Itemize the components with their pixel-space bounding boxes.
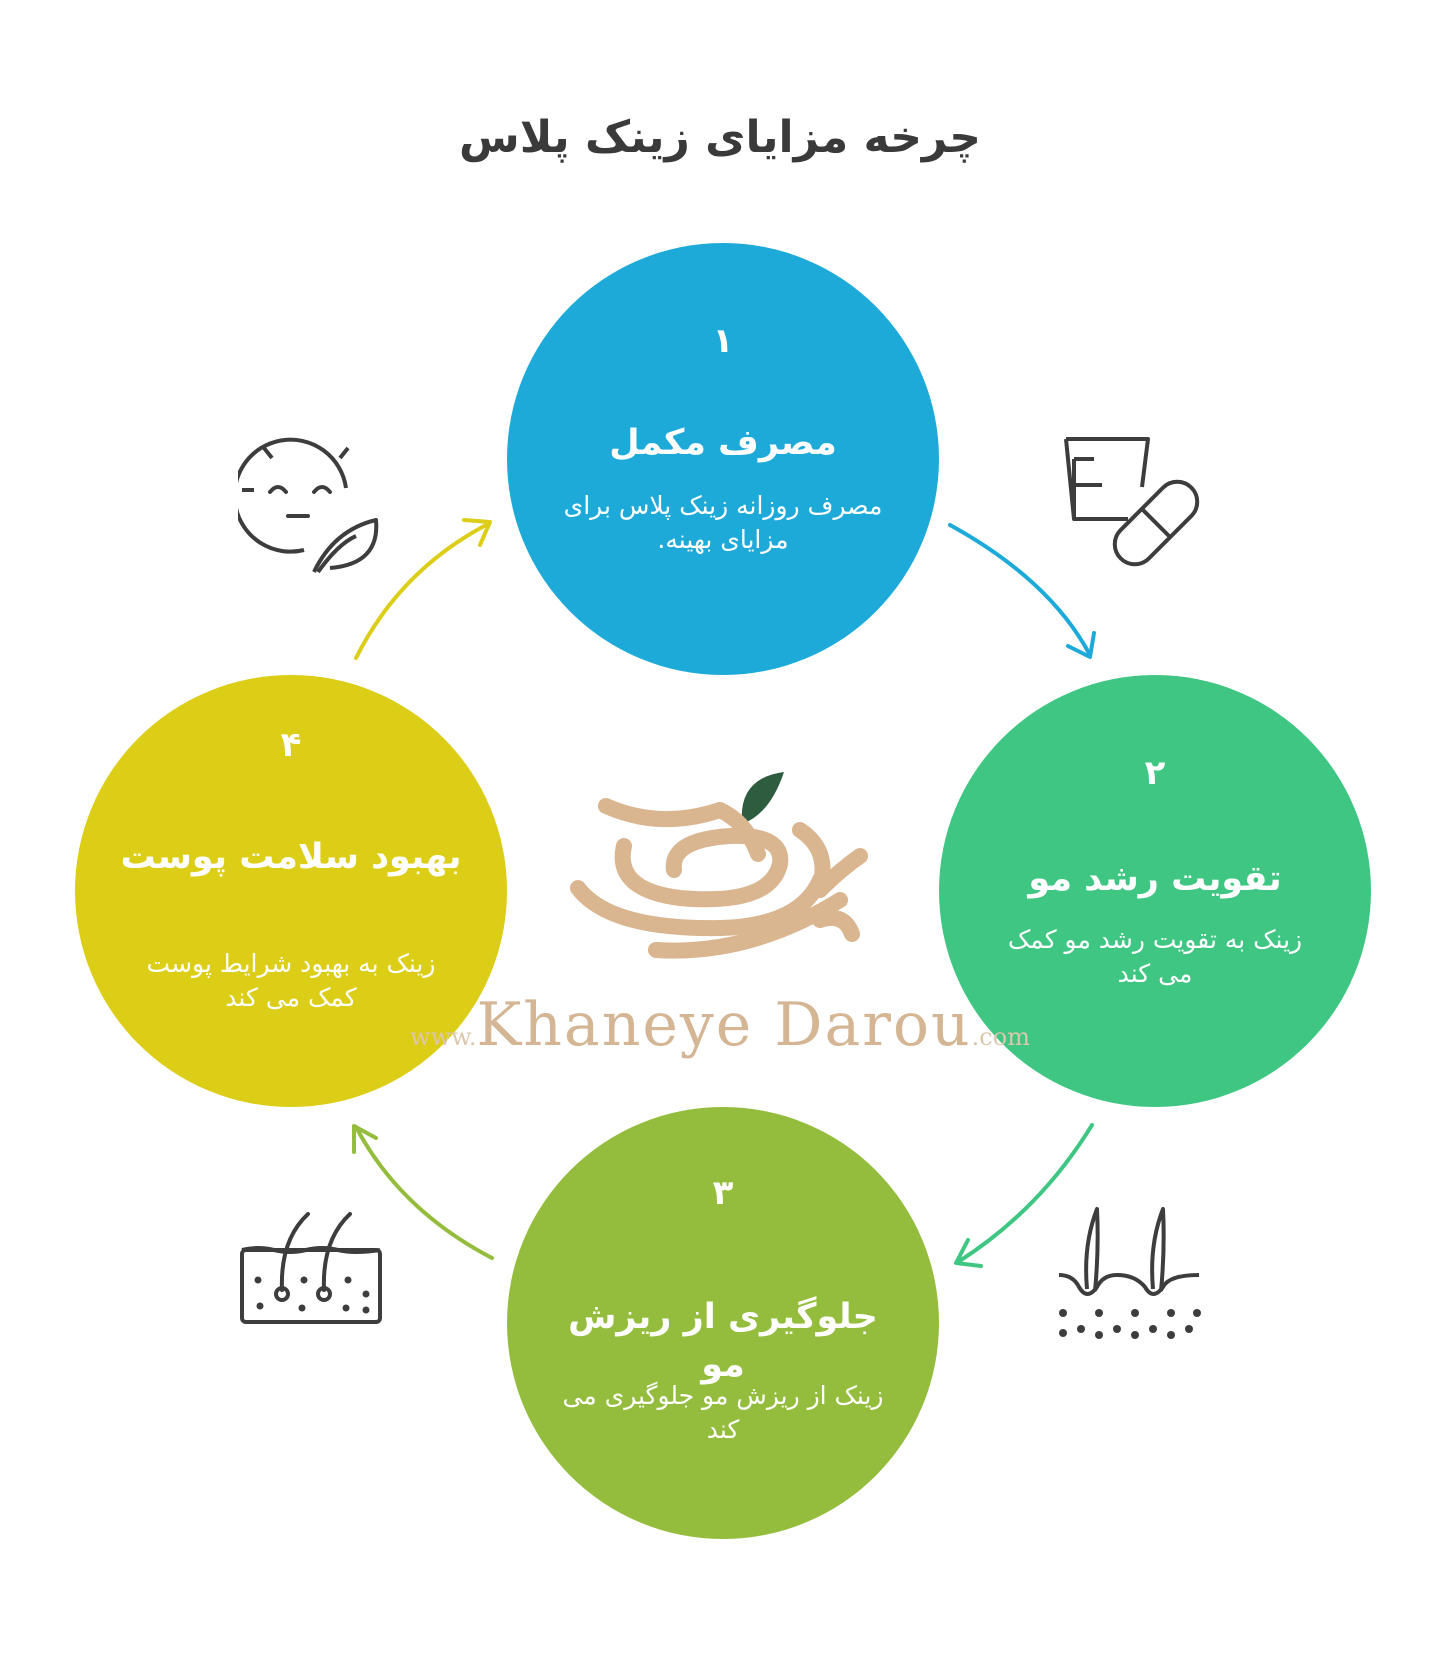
arrow-4-to-1 — [354, 522, 490, 660]
step-4-description: زینک به بهبود شرایط پوست کمک می کند — [146, 949, 436, 1012]
step-3-number: ۳ — [712, 1173, 734, 1213]
step-3-circle: ۳ جلوگیری از ریزش مو زینک از ریزش مو جلو… — [507, 1107, 939, 1539]
watermark-name: Khaneye Darou — [476, 990, 972, 1060]
step-1-number: ۱ — [712, 321, 734, 361]
step-4-circle: ۴ بهبود سلامت پوست زینک به بهبود شرایط پ… — [75, 675, 507, 1107]
step-2-description: زینک به تقویت رشد مو کمک می کند — [1007, 925, 1303, 988]
watermark-suffix: .com — [971, 1023, 1030, 1051]
hair-follicle-icon — [1058, 1207, 1201, 1339]
arrow-2-to-3-head — [954, 1238, 983, 1268]
step-1-heading: مصرف مکمل — [609, 423, 837, 463]
step-3-description: زینک از ریزش مو جلوگیری می کند — [562, 1381, 884, 1444]
diagram-title: چرخه مزایای زینک پلاس — [458, 112, 981, 163]
arrow-3-to-4-head — [352, 1124, 378, 1154]
nest-logo-icon — [570, 772, 868, 959]
step-2-number: ۲ — [1144, 753, 1166, 793]
watermark: www.Khaneye Darou.com — [400, 990, 1040, 1060]
arrow-4-to-1-head — [462, 518, 492, 547]
step-2-heading: تقویت رشد مو — [1028, 859, 1282, 899]
step-4-number: ۴ — [280, 725, 302, 765]
scalp-hair-icon — [240, 1212, 382, 1324]
step-3-heading: جلوگیری از ریزش مو — [568, 1297, 878, 1385]
step-4-heading: بهبود سلامت پوست — [120, 837, 462, 877]
arrow-1-to-2-head — [1066, 631, 1096, 659]
watermark-prefix: www. — [410, 1023, 477, 1051]
arrow-2-to-3 — [956, 1123, 1094, 1264]
cup-and-pill-icon — [1064, 437, 1200, 567]
step-1-description: مصرف روزانه زینک پلاس برای مزایای بهینه. — [563, 491, 883, 554]
step-2-circle: ۲ تقویت رشد مو زینک به تقویت رشد مو کمک … — [939, 675, 1371, 1107]
arrow-1-to-2 — [948, 523, 1092, 657]
arrow-3-to-4 — [354, 1125, 494, 1260]
step-1-circle: ۱ مصرف مکمل مصرف روزانه زینک پلاس برای م… — [507, 243, 939, 675]
face-leaf-icon — [238, 437, 379, 574]
